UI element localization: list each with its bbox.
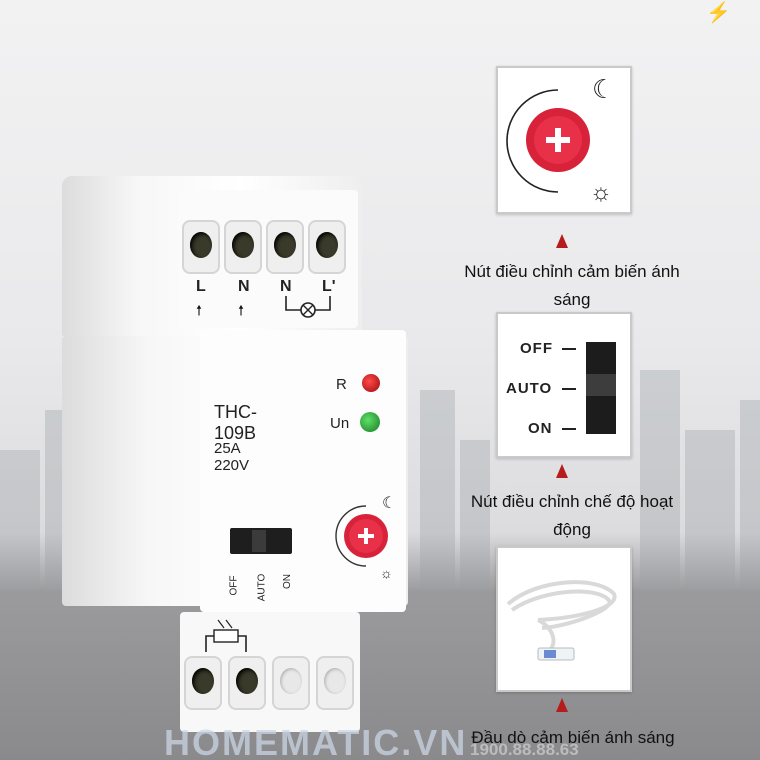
mode-label-on: ON — [528, 420, 553, 437]
mode-switch[interactable] — [230, 528, 292, 554]
model-label: THC-109B — [214, 402, 257, 443]
callout-knob-closeup: ☾ ☼ — [496, 66, 632, 214]
led-label-un: Un — [330, 415, 350, 432]
terminal-label-l: L — [196, 278, 206, 295]
caption-knob: Nút điều chỉnh cảm biến ánh sáng — [464, 262, 680, 309]
caption-mode: Nút điều chỉnh chế độ hoạt động — [470, 492, 674, 539]
mode-label-auto: AUTO — [506, 380, 553, 397]
knob-closeup-icon: ☾ ☼ — [506, 74, 615, 206]
terminal-label-l-prime: L' — [322, 278, 336, 295]
mode-switch-slider[interactable] — [252, 530, 266, 552]
green-led-indicator — [360, 412, 380, 432]
tick-mark — [562, 428, 576, 430]
sensor-cable-icon — [506, 580, 617, 661]
terminal-6 — [228, 656, 266, 710]
mode-switch-closeup — [586, 342, 616, 434]
terminal-3 — [266, 220, 304, 274]
switch-label-on: ON — [282, 574, 293, 589]
terminal-7 — [272, 656, 310, 710]
mode-label-off: OFF — [520, 340, 553, 357]
floor — [0, 590, 760, 760]
led-label-r: R — [336, 376, 347, 393]
terminal-8 — [316, 656, 354, 710]
terminal-1 — [182, 220, 220, 274]
red-led-indicator — [362, 374, 380, 392]
pointer-triangle-icon — [556, 234, 568, 248]
sensor-symbol-icon — [205, 619, 247, 652]
pointer-triangle-icon — [556, 464, 568, 478]
lightning-icon: ⚡ — [706, 2, 731, 24]
watermark-brand: HOMEMATIC.VN — [164, 722, 468, 760]
pointer-triangle-icon — [556, 698, 568, 712]
svg-text:☼: ☼ — [380, 565, 393, 581]
watermark-phone: 1900.88.88.63 — [470, 740, 579, 759]
terminal-5 — [184, 656, 222, 710]
terminal-4 — [308, 220, 346, 274]
lamp-symbol-icon — [285, 296, 331, 318]
arrow-up-icon: 🠕 — [238, 302, 245, 318]
callout-sensor-probe — [496, 546, 632, 692]
rating-label: 25A 220V — [214, 440, 250, 474]
arrow-up-icon: 🠕 — [196, 302, 203, 318]
terminal-label-n2: N — [280, 278, 292, 295]
mode-switch-closeup-slider — [586, 374, 616, 396]
switch-label-auto: AUTO — [256, 573, 268, 602]
switch-label-off: OFF — [228, 575, 240, 596]
light-sensitivity-knob[interactable]: ☾ ☼ — [326, 492, 406, 582]
tick-mark — [562, 388, 576, 390]
tick-mark — [562, 348, 576, 350]
callout-mode-switch: OFF AUTO ON — [496, 312, 632, 458]
svg-text:☾: ☾ — [592, 74, 615, 104]
svg-text:☾: ☾ — [382, 495, 396, 512]
terminal-label-n1: N — [238, 278, 250, 295]
svg-text:☼: ☼ — [590, 179, 612, 206]
terminal-2 — [224, 220, 262, 274]
caption-sensor: Đầu dò cảm biến ánh sáng — [471, 728, 675, 747]
